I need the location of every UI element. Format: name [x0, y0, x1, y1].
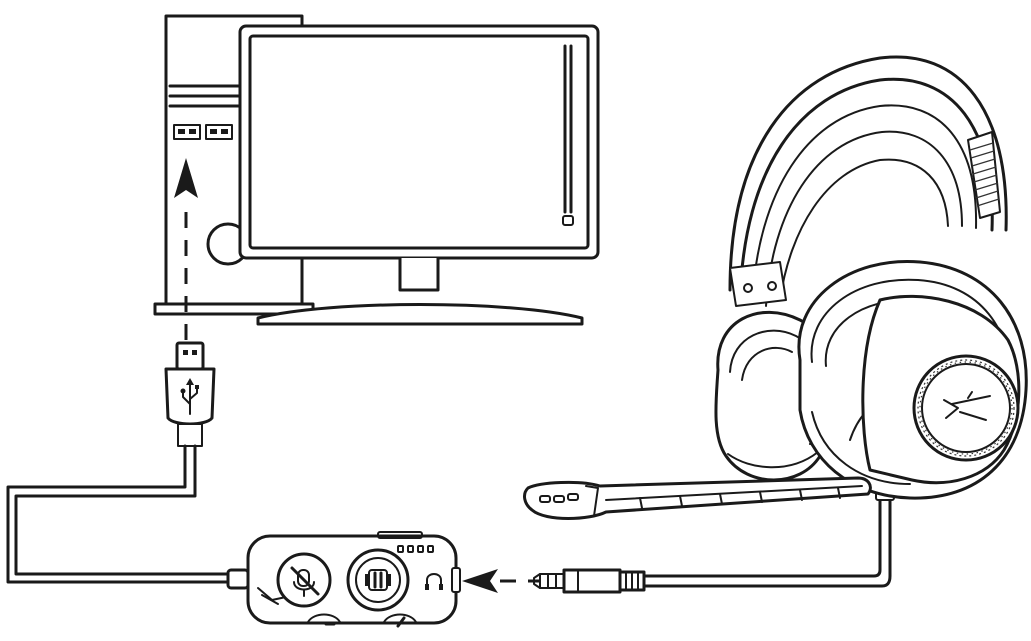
- surround-button[interactable]: [346, 548, 410, 612]
- mic-mute-icon: [290, 566, 320, 597]
- audio-jack-socket: [451, 567, 461, 593]
- headset: [523, 55, 1028, 520]
- monitor: [238, 24, 600, 326]
- insert-arrow-left: [462, 569, 548, 593]
- insert-arrow-up: [174, 158, 198, 340]
- usb-icon: [180, 378, 199, 415]
- audio-control-box: [226, 531, 461, 628]
- hyperx-logo: [943, 391, 991, 421]
- mic-mute-button[interactable]: [276, 552, 332, 608]
- usb-port-pair: [173, 124, 233, 140]
- headband-grille: [967, 131, 1001, 219]
- usb-plug: [164, 341, 216, 447]
- mic-volume-wheel[interactable]: [307, 613, 341, 626]
- audio-plug: [533, 568, 646, 594]
- microphone-boom: [523, 476, 872, 520]
- surround-icon: [365, 569, 391, 591]
- arrow-left-icon: [462, 569, 498, 593]
- headphone-icon: [425, 573, 443, 590]
- control-box-logo: [257, 587, 287, 605]
- headphone-volume-wheel[interactable]: [383, 613, 417, 628]
- usb-cable: [6, 444, 234, 584]
- headset-logo-plate: [912, 354, 1020, 462]
